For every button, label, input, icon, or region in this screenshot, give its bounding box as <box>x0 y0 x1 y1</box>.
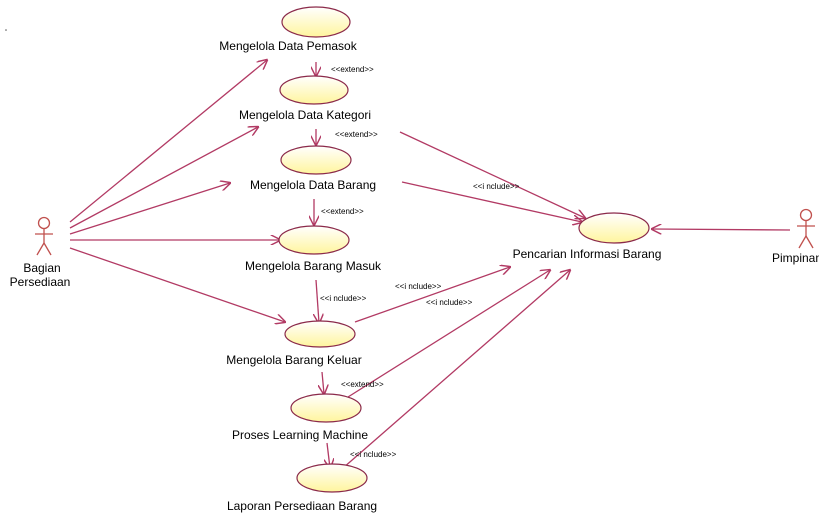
stereotype-include-barang-pencarian: <<i nclude>> <box>473 182 520 191</box>
use-case-laporan[interactable] <box>296 463 368 493</box>
use-case-keluar[interactable] <box>284 320 356 348</box>
include-laporan-pencarian <box>342 270 570 469</box>
actor-bagian-label-line1: Bagian <box>23 261 60 275</box>
actor-leg-right <box>805 235 814 249</box>
stereotype-extend-keluar-learning: <<extend>> <box>341 380 384 389</box>
use-case-masuk[interactable] <box>278 225 350 255</box>
use-case-kategori[interactable] <box>279 75 349 105</box>
use-case-pencarian-label: Pencarian Informasi Barang <box>513 247 662 261</box>
assoc-bagian-barang <box>69 183 230 235</box>
use-case-pemasok[interactable] <box>281 6 351 38</box>
use-case-pemasok-label: Mengelola Data Pemasok <box>219 39 357 53</box>
actor-head <box>799 208 813 222</box>
use-case-laporan-label: Laporan Persediaan Barang <box>227 499 377 513</box>
stereotype-include-masuk-keluar: <<i nclude>> <box>320 294 367 303</box>
stereotype-include-learning-pencarian: <<i nclude>> <box>426 298 473 307</box>
include-barang-pencarian <box>401 181 582 222</box>
use-case-kategori-label: Mengelola Data Kategori <box>239 108 371 122</box>
include-keluar-pencarian <box>354 267 510 323</box>
include-learning-pencarian <box>347 270 550 398</box>
stereotype-labels: <<extend>> <<extend>> <<extend>> <<i ncl… <box>320 65 520 459</box>
edge-kategori-pencarian <box>399 131 585 218</box>
assoc-pimpinan-pencarian <box>652 229 791 230</box>
actor-pimpinan-label: Pimpinan <box>772 251 819 265</box>
assoc-bagian-keluar <box>69 247 285 322</box>
use-case-masuk-label: Mengelola Barang Masuk <box>245 259 382 273</box>
stereotype-extend-barang-masuk: <<extend>> <box>321 207 364 216</box>
extend-keluar-learning <box>322 371 324 394</box>
use-case-learning-label: Proses Learning Machine <box>232 428 368 442</box>
actor-leg-left <box>36 242 45 256</box>
use-case-barang[interactable] <box>280 145 352 175</box>
use-case-pencarian[interactable] <box>578 212 650 244</box>
actor-bagian-persediaan[interactable]: Bagian Persediaan <box>10 216 71 290</box>
assoc-bagian-pemasok <box>69 60 267 223</box>
stereotype-extend-pemasok-kategori: <<extend>> <box>331 65 374 74</box>
stereotype-include-laporan-pencarian: <<i nclude>> <box>350 450 397 459</box>
stereotype-extend-kategori-barang: <<extend>> <box>335 130 378 139</box>
use-case-learning[interactable] <box>290 393 362 423</box>
actor-head <box>37 216 51 230</box>
stereotype-include-keluar-pencarian: <<i nclude>> <box>395 282 442 291</box>
use-case-keluar-label: Mengelola Barang Keluar <box>226 353 361 367</box>
actor-pimpinan[interactable]: Pimpinan <box>772 208 819 266</box>
stray-dot <box>5 29 7 31</box>
use-cases: Mengelola Data Pemasok Mengelola Data Ka… <box>219 6 662 513</box>
edges <box>69 60 791 469</box>
include-masuk-keluar <box>316 279 319 323</box>
actor-leg-left <box>798 235 807 249</box>
assoc-bagian-kategori <box>69 127 258 229</box>
use-case-barang-label: Mengelola Data Barang <box>250 178 376 192</box>
actor-bagian-label-line2: Persediaan <box>10 275 71 289</box>
actor-leg-right <box>43 242 52 256</box>
